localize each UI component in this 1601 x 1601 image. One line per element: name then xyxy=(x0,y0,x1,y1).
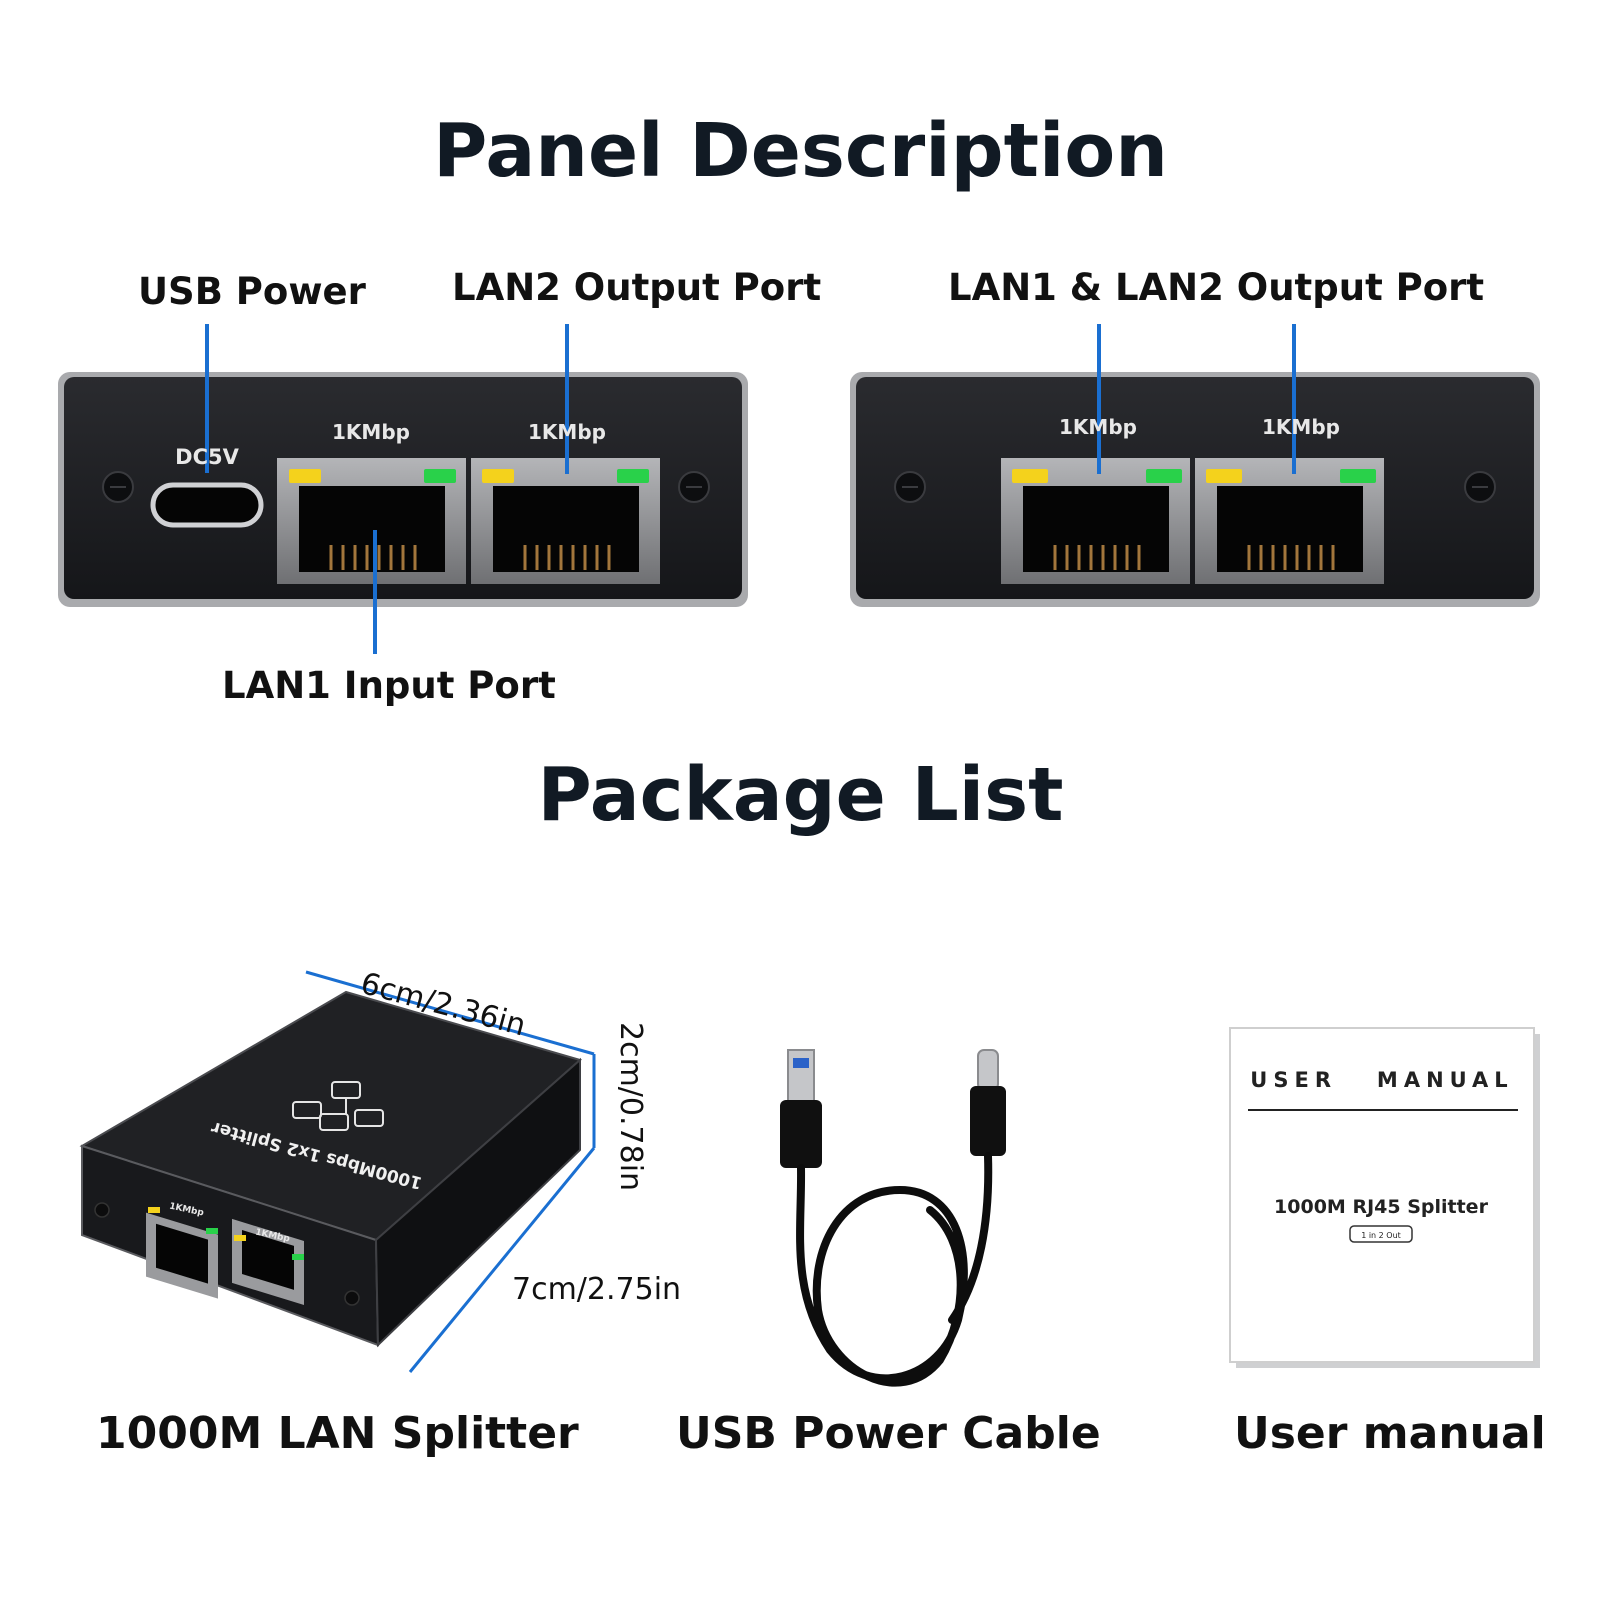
port-speed-label: 1KMbp xyxy=(1059,415,1137,439)
splitter-caption: 1000M LAN Splitter xyxy=(96,1408,579,1459)
usb-power-callout: USB Power xyxy=(138,270,366,313)
dc5v-label: DC5V xyxy=(175,445,239,469)
package-list-title: Package List xyxy=(537,752,1064,838)
manual-header-text: USER MANUAL xyxy=(1250,1068,1513,1092)
port-speed-label: 1KMbp xyxy=(1262,415,1340,439)
lan1-lan2-output-callout: LAN1 & LAN2 Output Port xyxy=(948,266,1485,309)
splitter-depth-dimension: 7cm/2.75in xyxy=(512,1272,682,1307)
user-manual-illustration xyxy=(1229,1027,1540,1368)
usb-cable-illustration xyxy=(780,1049,1006,1387)
manual-badge-text: 1 in 2 Out xyxy=(1361,1231,1401,1240)
manual-product-text: 1000M RJ45 Splitter xyxy=(1274,1196,1489,1218)
rj45-port-icon xyxy=(277,458,466,584)
user-manual-caption: User manual xyxy=(1234,1408,1546,1459)
splitter-device-illustration xyxy=(79,990,583,1348)
rj45-port-icon xyxy=(1195,458,1384,584)
lan2-output-callout: LAN2 Output Port xyxy=(452,266,822,309)
callout-lines xyxy=(205,324,1296,654)
splitter-height-dimension: 2cm/0.78in xyxy=(613,1022,648,1192)
port-speed-label: 1KMbp xyxy=(332,420,410,444)
rj45-port-icon xyxy=(471,458,660,584)
lan1-input-callout: LAN1 Input Port xyxy=(222,664,556,707)
usb-cable-caption: USB Power Cable xyxy=(676,1408,1101,1459)
dimension-lines xyxy=(305,970,596,1373)
port-speed-label: 1KMbp xyxy=(528,420,606,444)
usb-c-port-icon xyxy=(150,482,264,528)
panel-description-title: Panel Description xyxy=(433,108,1168,194)
rj45-port-icon xyxy=(1001,458,1190,584)
